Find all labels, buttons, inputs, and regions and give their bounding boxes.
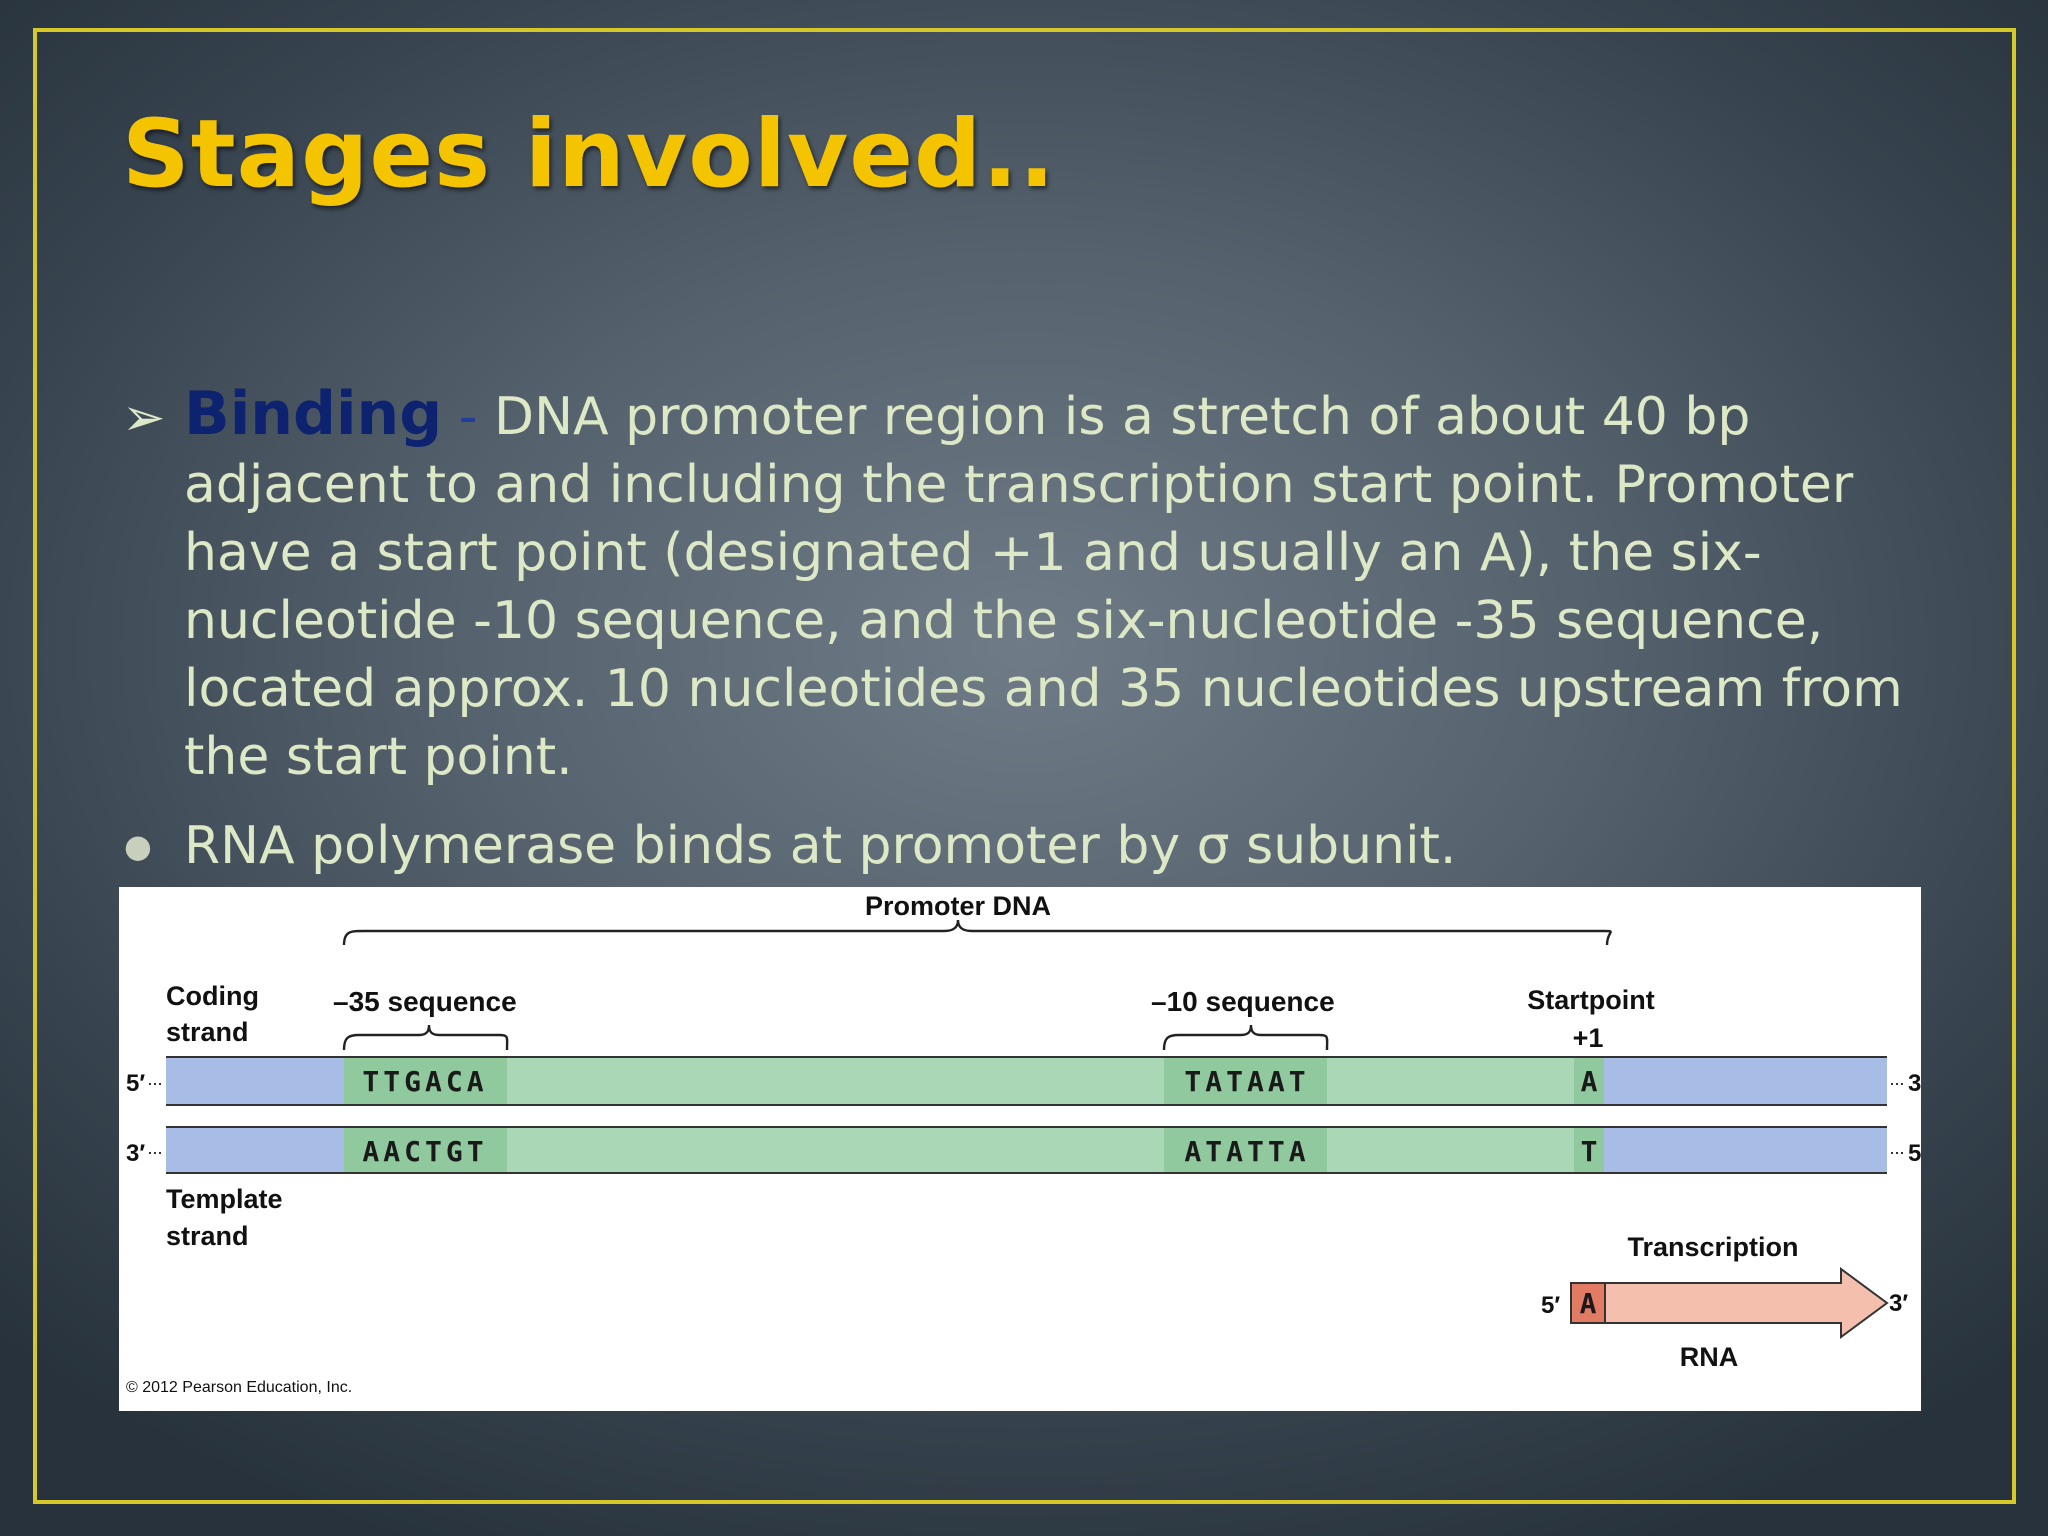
template-minus10-box [1164, 1127, 1327, 1173]
template-minus10-seq: ATATTA [1184, 1135, 1309, 1168]
startpoint-label: Startpoint [1527, 985, 1655, 1015]
rna-first-base-box [1570, 1282, 1606, 1324]
coding-5-end: 5′ [126, 1070, 145, 1097]
slide-title: Stages involved.. [122, 100, 1056, 209]
bullet-lead-term: Binding [184, 379, 443, 449]
arrow-bullet-icon: ➢ [122, 388, 166, 448]
rna-3-end: 3′ [1889, 1290, 1908, 1317]
coding-minus35-box [344, 1057, 507, 1105]
rna-first-base: A [1580, 1287, 1597, 1320]
dot-bullet-icon: ● [124, 827, 152, 865]
minus35-brace [342, 1024, 509, 1051]
template-strand-label-line1: Template [166, 1184, 283, 1214]
coding-strand-label-line2: strand [166, 1017, 249, 1047]
template-minus35-seq: AACTGT [362, 1135, 487, 1168]
template-strand-promoter [344, 1127, 1594, 1173]
promoter-diagram-svg: Promoter DNA Coding strand –35 sequence … [126, 891, 1921, 1396]
rna-label: RNA [1680, 1342, 1739, 1372]
promoter-diagram: Promoter DNA Coding strand –35 sequence … [119, 887, 1921, 1411]
coding-strand-promoter [344, 1057, 1594, 1105]
transcription-label: Transcription [1627, 1232, 1798, 1262]
template-strand-right-flank [1594, 1127, 1887, 1173]
template-minus35-box [344, 1127, 507, 1173]
coding-minus10-seq: TATAAT [1184, 1065, 1309, 1098]
bullet-rna-polymerase: ● RNA polymerase binds at promoter by σ … [122, 811, 1952, 881]
bullet-binding: ➢ Binding - DNA promoter region is a str… [122, 380, 1952, 791]
coding-strand-left-flank [166, 1057, 344, 1105]
minus10-sequence-label: –10 sequence [1151, 986, 1335, 1017]
coding-strand-label: Coding strand [166, 981, 267, 1047]
minus10-brace [1162, 1024, 1329, 1051]
template-3-end: 3′ [126, 1140, 145, 1167]
bullet-separator: - [442, 387, 495, 447]
coding-strand-label-line1: Coding [166, 981, 259, 1011]
template-strand-left-flank [166, 1127, 344, 1173]
coding-minus35-seq: TTGACA [362, 1065, 487, 1098]
slide-frame [33, 28, 2016, 1504]
coding-start-base: A [1581, 1065, 1598, 1098]
template-strand-label: Template strand [166, 1184, 290, 1251]
coding-minus10-box [1164, 1057, 1327, 1105]
template-5-end: 5′ [1908, 1140, 1921, 1167]
promoter-dna-label: Promoter DNA [865, 891, 1051, 921]
bullet-body-text: RNA polymerase binds at promoter by σ su… [184, 816, 1457, 876]
minus35-sequence-label: –35 sequence [333, 986, 517, 1017]
rna-arrow [1570, 1267, 1889, 1339]
template-startpoint-box [1574, 1127, 1604, 1173]
coding-3-end: 3′ [1908, 1070, 1921, 1097]
template-strand-label-line2: strand [166, 1221, 249, 1251]
coding-strand-right-flank [1594, 1057, 1887, 1105]
copyright-notice: © 2012 Pearson Education, Inc. [126, 1379, 352, 1396]
bullet-body-text: DNA promoter region is a stretch of abou… [184, 387, 1903, 787]
template-start-base: T [1581, 1135, 1598, 1168]
coding-startpoint-box [1574, 1057, 1604, 1105]
rna-5-end: 5′ [1541, 1292, 1560, 1319]
plus1-label: +1 [1573, 1023, 1604, 1053]
promoter-brace [342, 919, 1612, 946]
bullet-list: ➢ Binding - DNA promoter region is a str… [122, 380, 1952, 881]
